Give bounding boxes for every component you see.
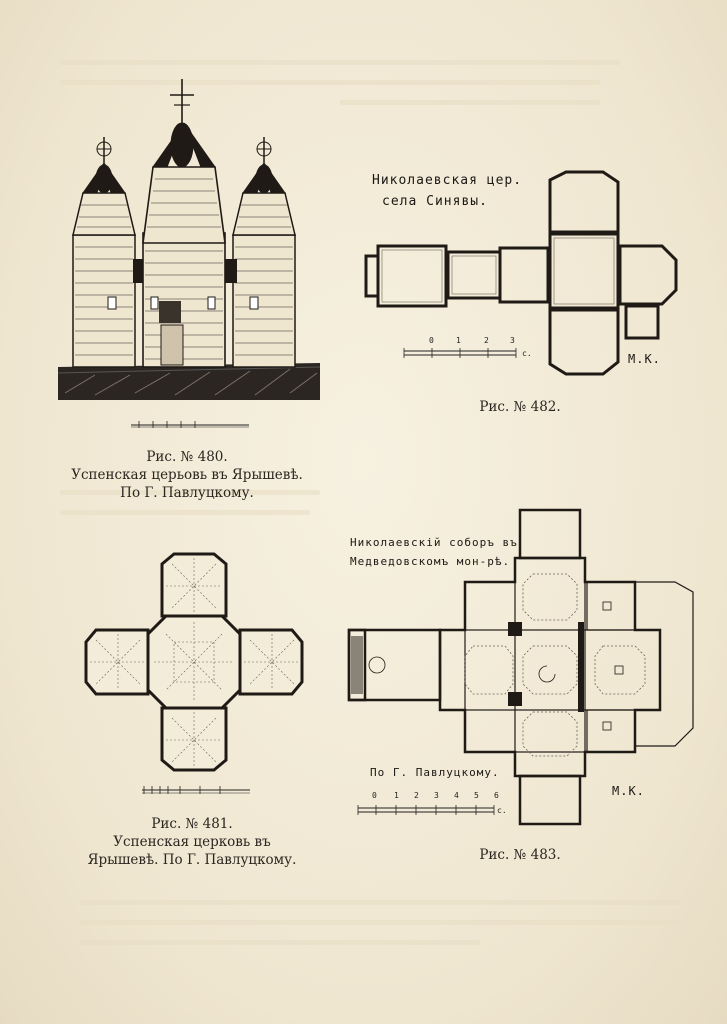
caption-number: Рис. № 480. <box>146 449 228 465</box>
scale-mark: 1 <box>456 336 461 345</box>
scale-mark: 0 <box>429 336 434 345</box>
plan-title: Николаевскiй соборъ въ Медведовскомъ мон… <box>350 536 518 568</box>
scale-bar-480 <box>131 421 249 428</box>
caption-line: Ярышевѣ. По Г. Павлуцкому. <box>87 852 297 868</box>
bleed-through <box>340 100 600 105</box>
scale-mark: 0 <box>372 791 377 800</box>
right-tower <box>232 137 296 368</box>
title-line: Николаевскiй соборъ въ <box>350 536 518 549</box>
bleed-through <box>80 940 480 945</box>
caption-483: Рис. № 483. <box>479 847 561 863</box>
bleed-through <box>80 900 680 905</box>
church-elevation-drawing <box>57 79 321 400</box>
credit-483: По Г. Павлуцкому. <box>370 766 500 779</box>
scale-mark: 3 <box>434 791 439 800</box>
title-line: Медведовскомъ мон-рѣ. <box>350 555 511 568</box>
scale-unit: с. <box>522 349 532 358</box>
scale-mark: 2 <box>414 791 419 800</box>
plan-drawing-483 <box>347 508 694 826</box>
scale-unit: с. <box>497 806 507 815</box>
caption-480: Рис. № 480. Успенская церьовь въ Ярышевѣ… <box>62 448 312 502</box>
caption-481: Рис. № 481. Успенская церковь въ Ярышевѣ… <box>72 815 312 869</box>
bleed-through <box>60 510 310 515</box>
bleed-through <box>80 920 680 925</box>
monogram-482: М.К. <box>628 352 661 366</box>
left-tower <box>72 137 136 368</box>
scale-mark: 4 <box>454 791 459 800</box>
scale-mark: 1 <box>394 791 399 800</box>
caption-line: Успенская церьовь въ Ярышевѣ. <box>71 467 303 483</box>
plan-drawing-481 <box>84 552 304 772</box>
plan-title: Николаевская цер. села Синявы. <box>372 173 522 209</box>
plan-drawing-482 <box>364 170 678 376</box>
scale-mark: 6 <box>494 791 499 800</box>
caption-line: По Г. Павлуцкому. <box>120 485 254 501</box>
title-line: села Синявы. <box>382 194 488 209</box>
scale-mark: 2 <box>484 336 489 345</box>
scale-bar-483 <box>357 805 495 815</box>
bleed-through <box>60 80 600 85</box>
caption-number: Рис. № 481. <box>151 816 233 832</box>
caption-line: Успенская церковь въ <box>113 834 271 850</box>
scale-mark: 3 <box>510 336 515 345</box>
monogram-483: М.К. <box>612 784 645 798</box>
scale-bar-481 <box>142 786 250 794</box>
bleed-through <box>60 60 620 65</box>
scale-mark: 5 <box>474 791 479 800</box>
caption-482: Рис. № 482. <box>479 399 561 415</box>
title-line: Николаевская цер. <box>372 173 523 188</box>
bleed-through <box>60 490 320 495</box>
scale-bar-482 <box>403 348 517 358</box>
central-tower <box>142 79 226 368</box>
